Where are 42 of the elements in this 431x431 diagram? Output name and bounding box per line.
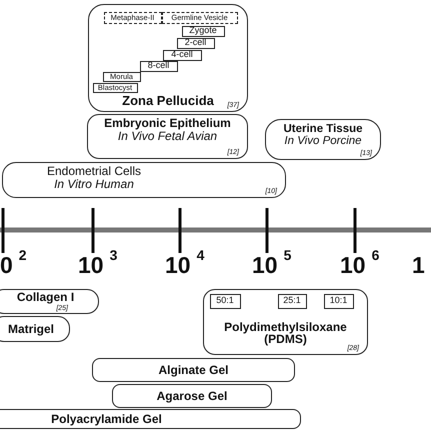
node-title: Uterine Tissue: [283, 123, 363, 136]
node-label: 50:1: [216, 296, 234, 306]
node-label: 10:1: [330, 296, 348, 306]
stage-box: [176, 38, 214, 48]
axis-tick-label: 1: [412, 254, 425, 277]
ratio-box: [278, 294, 306, 308]
node-label: 4-cell: [171, 50, 193, 60]
rounded-box: [203, 289, 368, 355]
rounded-box: [265, 119, 381, 160]
ratio-box: [324, 294, 354, 308]
rounded-box: [112, 384, 272, 408]
node-subtitle: In Vitro Human: [54, 178, 134, 190]
stage-box: [102, 72, 140, 82]
node-title: Alginate Gel: [158, 364, 228, 376]
node-label: Zygote: [189, 26, 217, 36]
node-title: Polydimethylsiloxane (PDMS): [223, 320, 347, 346]
stage-box: [140, 60, 178, 72]
node-title: Polyacrylamide Gel: [51, 412, 162, 426]
node-title: Zona Pellucida: [122, 94, 214, 108]
stage-box: [162, 50, 202, 60]
node-title: Agarose Gel: [156, 390, 228, 402]
node-label: 25:1: [283, 296, 301, 306]
node-subtitle: In Vivo Fetal Avian: [118, 130, 218, 142]
stage-box: [182, 26, 224, 36]
node-label: 8-cell: [148, 61, 170, 71]
group-box: [88, 4, 248, 112]
rounded-box: [92, 358, 295, 382]
rounded-box: [2, 162, 286, 198]
node-title: Collagen I: [16, 291, 74, 304]
node-label: 2-cell: [184, 38, 206, 48]
rounded-box: [0, 316, 70, 342]
node-label: Endometrial Cells: [46, 165, 142, 178]
rounded-box: [0, 289, 99, 314]
rounded-box: [0, 409, 301, 429]
ratio-box: [210, 294, 240, 308]
node-title: Embryonic Epithelium: [104, 117, 231, 130]
node-subtitle: In Vivo Porcine: [284, 135, 362, 148]
stage-box: [162, 12, 238, 24]
rounded-box: [87, 114, 248, 159]
node-title: Matrigel: [8, 322, 54, 336]
stage-box: [104, 12, 162, 24]
stage-box: [92, 82, 138, 92]
